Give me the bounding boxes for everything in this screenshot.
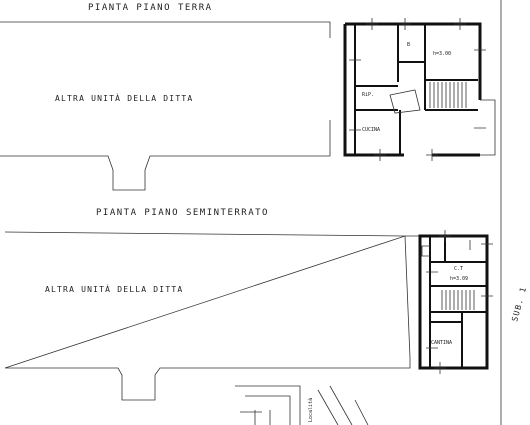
basement-room-cellar: CANTINA: [431, 340, 452, 346]
site-map-fragment: Località: [235, 385, 369, 425]
ground-floor-room-kitchen: CUCINA: [362, 127, 380, 133]
basement-other-unit-outline: [4, 231, 420, 401]
ground-floor-room-height: h=3.00: [433, 51, 451, 57]
ground-floor-other-unit-outline: [0, 21, 331, 191]
basement-apartment: C.T h=3.09 CANTINA: [418, 230, 493, 374]
ground-floor-other-unit-label: ALTRA UNITÀ DELLA DITTA: [55, 92, 193, 103]
basement-other-unit-label: ALTRA UNITÀ DELLA DITTA: [45, 283, 183, 294]
basement-title: PIANTA PIANO SEMINTERRATO: [96, 208, 269, 218]
sheet-reference: SUB. 1: [510, 285, 528, 322]
ground-floor-apartment: B h=3.00 RiP. CUCINA: [343, 18, 496, 161]
ground-floor-title: PIANTA PIANO TERRA: [88, 3, 213, 13]
ground-floor-room-rip: RiP.: [362, 92, 374, 98]
basement-room-height: h=3.09: [450, 276, 468, 282]
ground-floor-room-b: B: [407, 42, 410, 48]
site-map-street-label: Località: [307, 398, 314, 422]
basement-room-ct: C.T: [454, 266, 463, 272]
